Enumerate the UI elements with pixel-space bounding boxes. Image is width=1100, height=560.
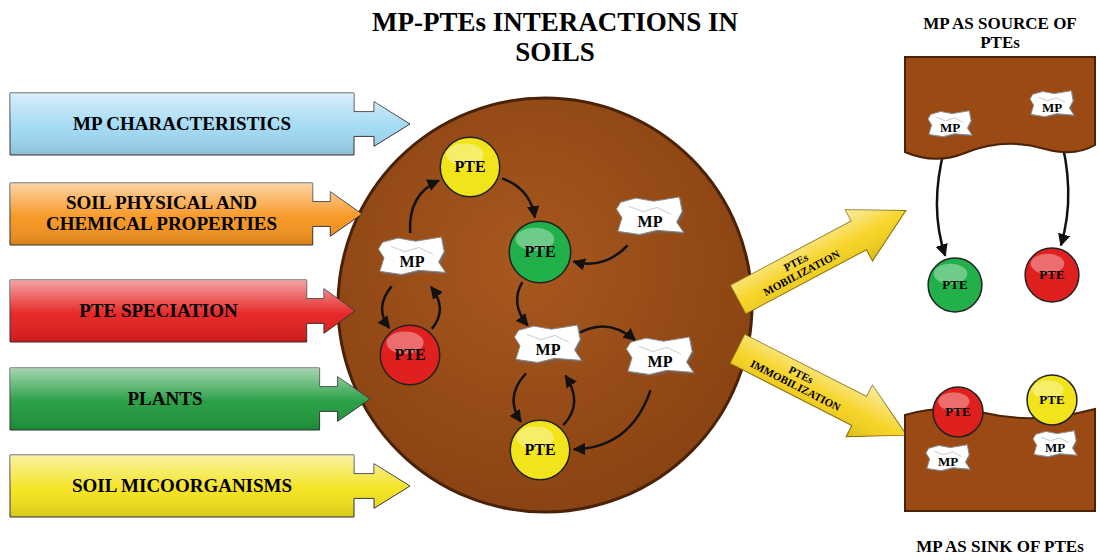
mp-label: MP — [638, 213, 663, 231]
pte-circle: PTE — [509, 419, 571, 481]
pte-label: PTE — [454, 158, 485, 176]
factor-label: SOIL PHYSICAL AND CHEMICAL PROPERTIES — [20, 193, 303, 235]
microplastic-fragment: MP — [513, 324, 583, 376]
pte-circle: PTE — [932, 386, 984, 438]
microplastic-fragment: MP — [925, 444, 971, 480]
soil-panel: MP AS SINK OF PTEs PTE PTE MP MP — [905, 385, 1095, 557]
pte-label: PTE — [524, 441, 555, 459]
panel-heading: MP AS SINK OF PTEs — [905, 538, 1095, 557]
interaction-arrow — [410, 181, 439, 233]
mp-label: MP — [1045, 441, 1065, 455]
interaction-arrow — [431, 287, 440, 329]
mp-label: MP — [536, 341, 561, 359]
pte-label: PTE — [942, 278, 967, 292]
factor-arrow: SOIL MICOORGANISMS — [10, 455, 410, 517]
pte-circle: PTE — [927, 257, 983, 313]
microplastic-fragment: MP — [1029, 90, 1075, 126]
pte-circle: PTE — [1026, 374, 1078, 426]
factor-arrow: PLANTS — [10, 368, 370, 430]
interaction-arrow — [579, 326, 635, 340]
pte-label: PTE — [524, 243, 555, 261]
factor-label: PLANTS — [20, 389, 310, 410]
pte-circle: PTE — [379, 324, 441, 386]
pte-circle: PTE — [439, 136, 501, 198]
panel-heading: MP AS SOURCE OF PTEs — [905, 15, 1095, 52]
interaction-arrow — [937, 149, 945, 256]
factor-label: PTE SPECIATION — [20, 301, 297, 322]
microplastic-fragment: MP — [615, 196, 685, 248]
mp-label: MP — [648, 353, 673, 371]
microplastic-fragment: MP — [927, 110, 973, 146]
pte-label: PTE — [1039, 393, 1064, 407]
microplastic-fragment: MP — [377, 236, 447, 288]
interaction-arrow — [563, 376, 574, 426]
factor-label: MP CHARACTERISTICS — [20, 114, 344, 135]
soil-panel: MP AS SOURCE OF PTEsMP MP — [905, 15, 1095, 170]
process-label: PTEs MOBILIZATION — [747, 232, 851, 303]
interaction-arrow — [574, 245, 628, 263]
process-arrow: PTEs MOBILIZATION — [725, 185, 920, 325]
interaction-arrow — [382, 286, 392, 328]
diagram-title: MP-PTEs INTERACTIONS IN SOILS — [355, 8, 755, 67]
pte-label: PTE — [394, 346, 425, 364]
factor-arrow: PTE SPECIATION — [10, 280, 355, 342]
mp-label: MP — [1042, 101, 1062, 115]
interaction-arrow — [502, 178, 535, 217]
interaction-arrow — [574, 390, 651, 449]
mp-label: MP — [400, 253, 425, 271]
microplastic-fragment: MP — [625, 336, 695, 388]
pte-label: PTE — [1039, 268, 1064, 282]
pte-circle: PTE — [1024, 247, 1080, 303]
factor-arrow: SOIL PHYSICAL AND CHEMICAL PROPERTIES — [10, 183, 362, 245]
pte-label: PTE — [945, 405, 970, 419]
pte-circle: PTE — [508, 220, 572, 284]
microplastic-fragment: MP — [1032, 430, 1078, 466]
mp-label: MP — [938, 455, 958, 469]
interaction-arrow — [517, 282, 528, 325]
process-arrow: PTEs IMMOBILIZATION — [724, 323, 920, 461]
factor-arrow: MP CHARACTERISTICS — [10, 93, 410, 155]
interaction-arrow — [514, 374, 526, 422]
soil-circle — [338, 98, 752, 512]
mp-label: MP — [940, 121, 960, 135]
factor-label: SOIL MICOORGANISMS — [20, 476, 344, 497]
